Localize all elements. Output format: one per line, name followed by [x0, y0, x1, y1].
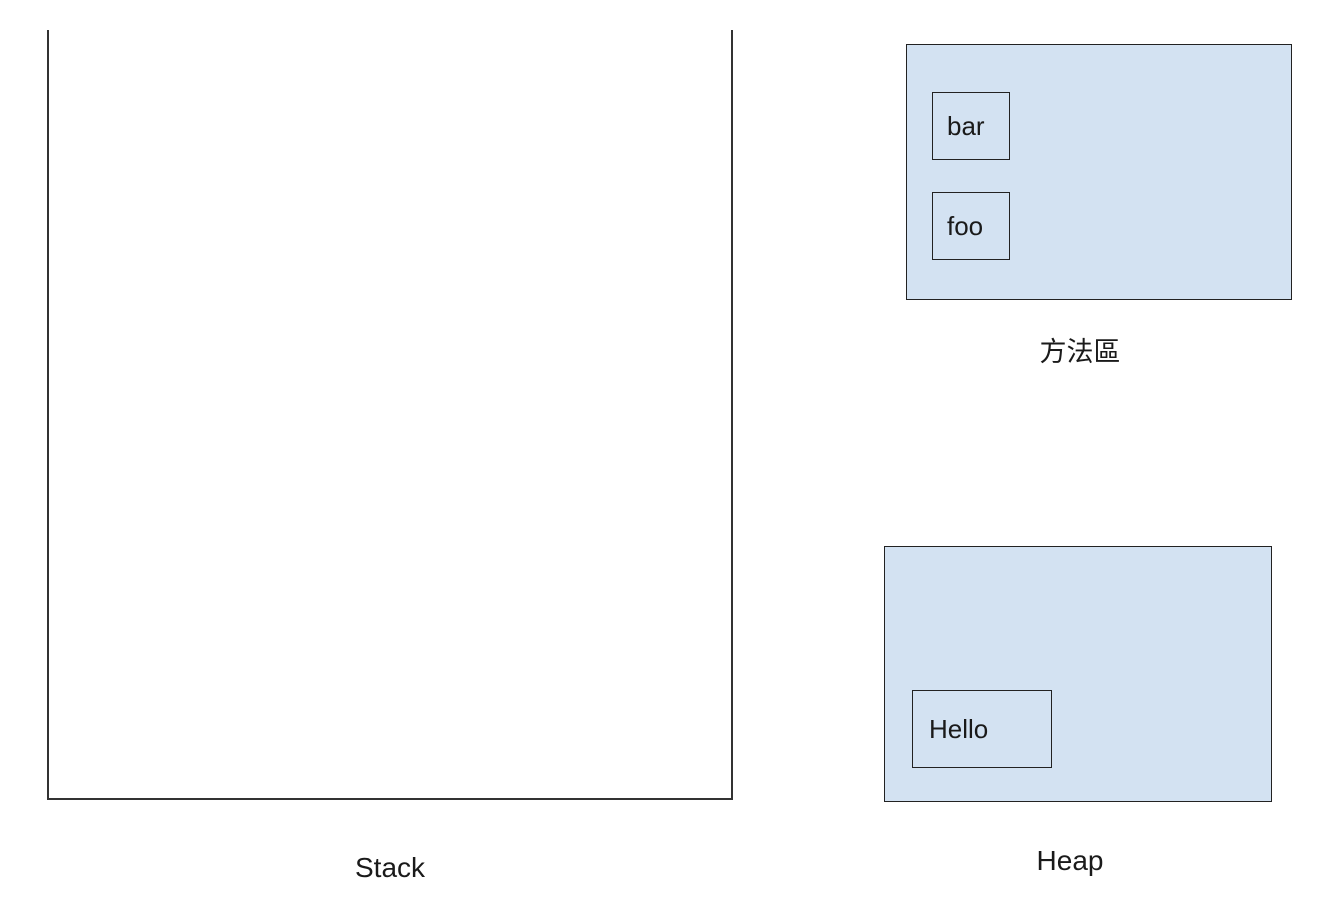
- method-item-bar: bar: [932, 92, 1010, 160]
- method-area-box: [906, 44, 1292, 300]
- heap-item-hello: Hello: [912, 690, 1052, 768]
- stack-frame: [47, 30, 733, 800]
- stack-caption: Stack: [354, 852, 426, 883]
- method-item-foo: foo: [932, 192, 1010, 260]
- heap-caption: Heap: [1036, 845, 1104, 876]
- method-area-caption: 方法區: [1039, 337, 1121, 368]
